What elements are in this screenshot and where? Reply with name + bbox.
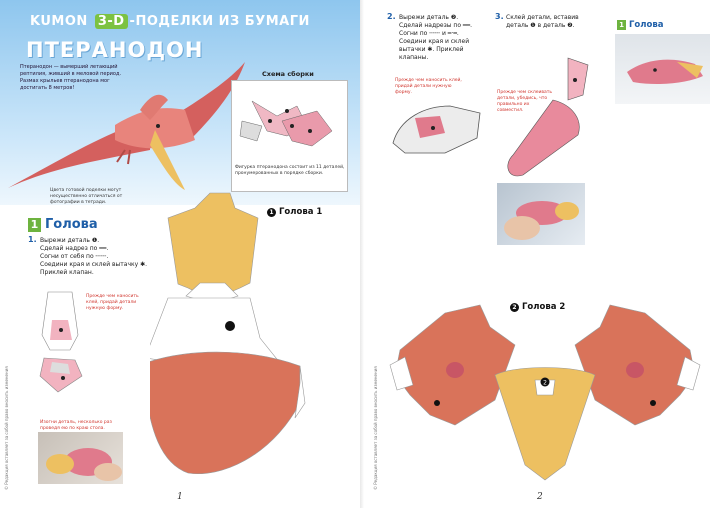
- page-number: 2: [537, 492, 543, 502]
- step-line: Сделай надрезы по ━━.: [399, 22, 473, 29]
- assembled-head-illustration: [504, 201, 579, 240]
- step-number: 3.: [495, 12, 504, 21]
- part-label: 1 Голова 1: [267, 207, 322, 217]
- part-name: Голова 2: [522, 302, 566, 312]
- part-name: Голова 1: [279, 207, 323, 217]
- photo-note: Изогни деталь, несколько раз проведя ею …: [40, 420, 112, 431]
- step-instructions: Вырежи деталь ❷. Сделай надрезы по ━━. С…: [399, 14, 472, 62]
- hero-banner: KUMON 3-D-ПОДЕЛКИ ИЗ БУМАГИ ПТЕРАНОДОН П…: [0, 0, 365, 205]
- scheme-title: Схема сборки: [262, 70, 314, 78]
- glue-note: Прежде чем наносить клей, придай детали …: [395, 78, 462, 95]
- step-line: Склей детали, вставив: [506, 14, 579, 21]
- right-page: 2. Вырежи деталь ❷. Сделай надрезы по ━━…: [365, 0, 720, 508]
- copyright-footer: © Редакция оставляет за собой право внос…: [4, 366, 9, 490]
- step-line: деталь ❶ в деталь ❷.: [506, 22, 575, 29]
- section-title: Голова: [629, 20, 664, 30]
- intro-text: Птеранодон — вымерший летающий рептилия,…: [20, 64, 122, 91]
- glue-note: Прежде чем наносить клей, придай детали …: [86, 294, 139, 311]
- section-number-badge: 1: [28, 217, 41, 232]
- finished-head-photo: [615, 34, 710, 104]
- part-marker-2: 2: [543, 380, 547, 387]
- step-line: Сделай надрез по ━━.: [40, 245, 109, 252]
- copyright-footer: © Редакция оставляет за собой право внос…: [373, 366, 378, 490]
- step-line: Соедини края и склей вытачку ✱.: [40, 261, 148, 268]
- hands-illustration: [46, 448, 122, 481]
- step-line: Согни от себя по ╌╌╌.: [40, 253, 109, 260]
- finished-head-illustration: [627, 59, 703, 84]
- step-line: Согни по ╌╌╌ и ━·━.: [399, 30, 459, 37]
- part-label: 2 Голова 2: [510, 302, 565, 312]
- part-number: 2: [510, 302, 519, 312]
- brand-name: KUMON: [30, 14, 88, 29]
- assembled-head-photo: [497, 183, 585, 245]
- page-number: 1: [177, 492, 183, 502]
- brand-subtitle: -ПОДЕЛКИ ИЗ БУМАГИ: [129, 14, 310, 29]
- step2-diagram: [392, 105, 481, 154]
- section-heading: 1 Голова: [617, 20, 663, 30]
- hands-photo: [38, 432, 123, 484]
- brand-header: KUMON 3-D-ПОДЕЛКИ ИЗ БУМАГИ: [30, 14, 310, 29]
- brand-3d-badge: 3-D: [94, 14, 128, 29]
- step-line: Приклей клапан.: [40, 269, 94, 276]
- step-line: вытачки ✱. Приклей: [399, 46, 464, 53]
- step-instructions: Склей детали, вставив деталь ❶ в деталь …: [506, 14, 579, 30]
- section-heading: 1 Голова: [28, 217, 98, 232]
- step-line: Соедини края и склей: [399, 38, 470, 45]
- step-line: клапаны.: [399, 54, 429, 61]
- part-number: 1: [267, 207, 276, 217]
- assembly-diagram: [239, 100, 333, 147]
- pteranodon-illustration: [8, 62, 245, 190]
- section-title: Голова: [45, 217, 98, 232]
- step-instructions: Вырежи деталь ❶. Сделай надрез по ━━. Со…: [40, 237, 147, 277]
- step-number: 2.: [387, 12, 396, 21]
- scheme-caption: Фигурка птеранодона состоит из 11 детале…: [235, 165, 345, 176]
- cutout-head-part-1: [150, 192, 306, 475]
- color-note: Цвета готовой поделки могут несущественн…: [50, 188, 123, 205]
- cutout-head-part-2: 2: [389, 304, 701, 481]
- left-page: KUMON 3-D-ПОДЕЛКИ ИЗ БУМАГИ ПТЕРАНОДОН П…: [0, 0, 365, 502]
- step-diagrams: [39, 291, 83, 393]
- page-title: ПТЕРАНОДОН: [26, 38, 204, 62]
- section-number-badge: 1: [617, 20, 626, 30]
- step-line: Вырежи деталь ❷.: [399, 14, 459, 21]
- step-line: Вырежи деталь ❶.: [40, 237, 100, 244]
- step3-diagram: [507, 57, 589, 177]
- alignment-note: Прежде чем склеивать детали, убедись, чт…: [497, 90, 553, 113]
- step-number: 1.: [28, 235, 37, 244]
- assembly-scheme: Фигурка птеранодона состоит из 11 детале…: [231, 80, 348, 192]
